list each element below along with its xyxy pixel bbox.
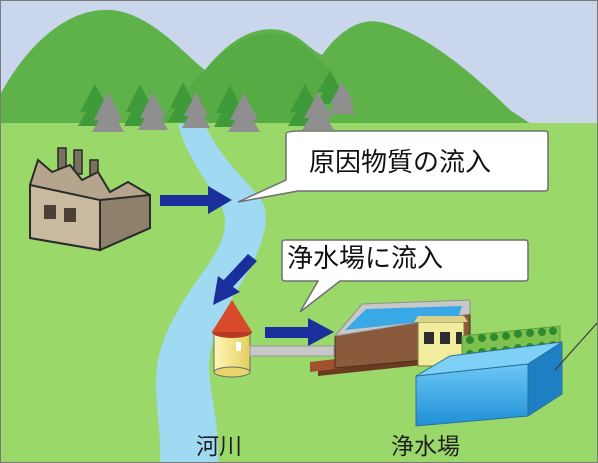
factory [29, 147, 151, 252]
intake-tower [212, 300, 252, 378]
intake-pipe [249, 345, 335, 357]
river [156, 124, 266, 463]
treatment-plant-label: 浄水場 [391, 434, 460, 460]
forest [78, 70, 356, 132]
callout-inflow-plant: 浄水場に流入 [287, 244, 444, 274]
river-label: 河川 [196, 434, 242, 460]
callout-inflow-source: 原因物質の流入 [309, 148, 492, 178]
arrow-factory-to-river [160, 186, 232, 214]
arrow-river-to-tower [213, 254, 257, 305]
arrow-tower-to-plant [265, 318, 334, 346]
callout-bubble-inflow-plant [281, 239, 529, 313]
callout-bubbles [237, 130, 549, 313]
flow-arrows [160, 186, 334, 346]
callout-bubble-inflow-source [237, 130, 549, 203]
treatment-plant [310, 299, 598, 427]
